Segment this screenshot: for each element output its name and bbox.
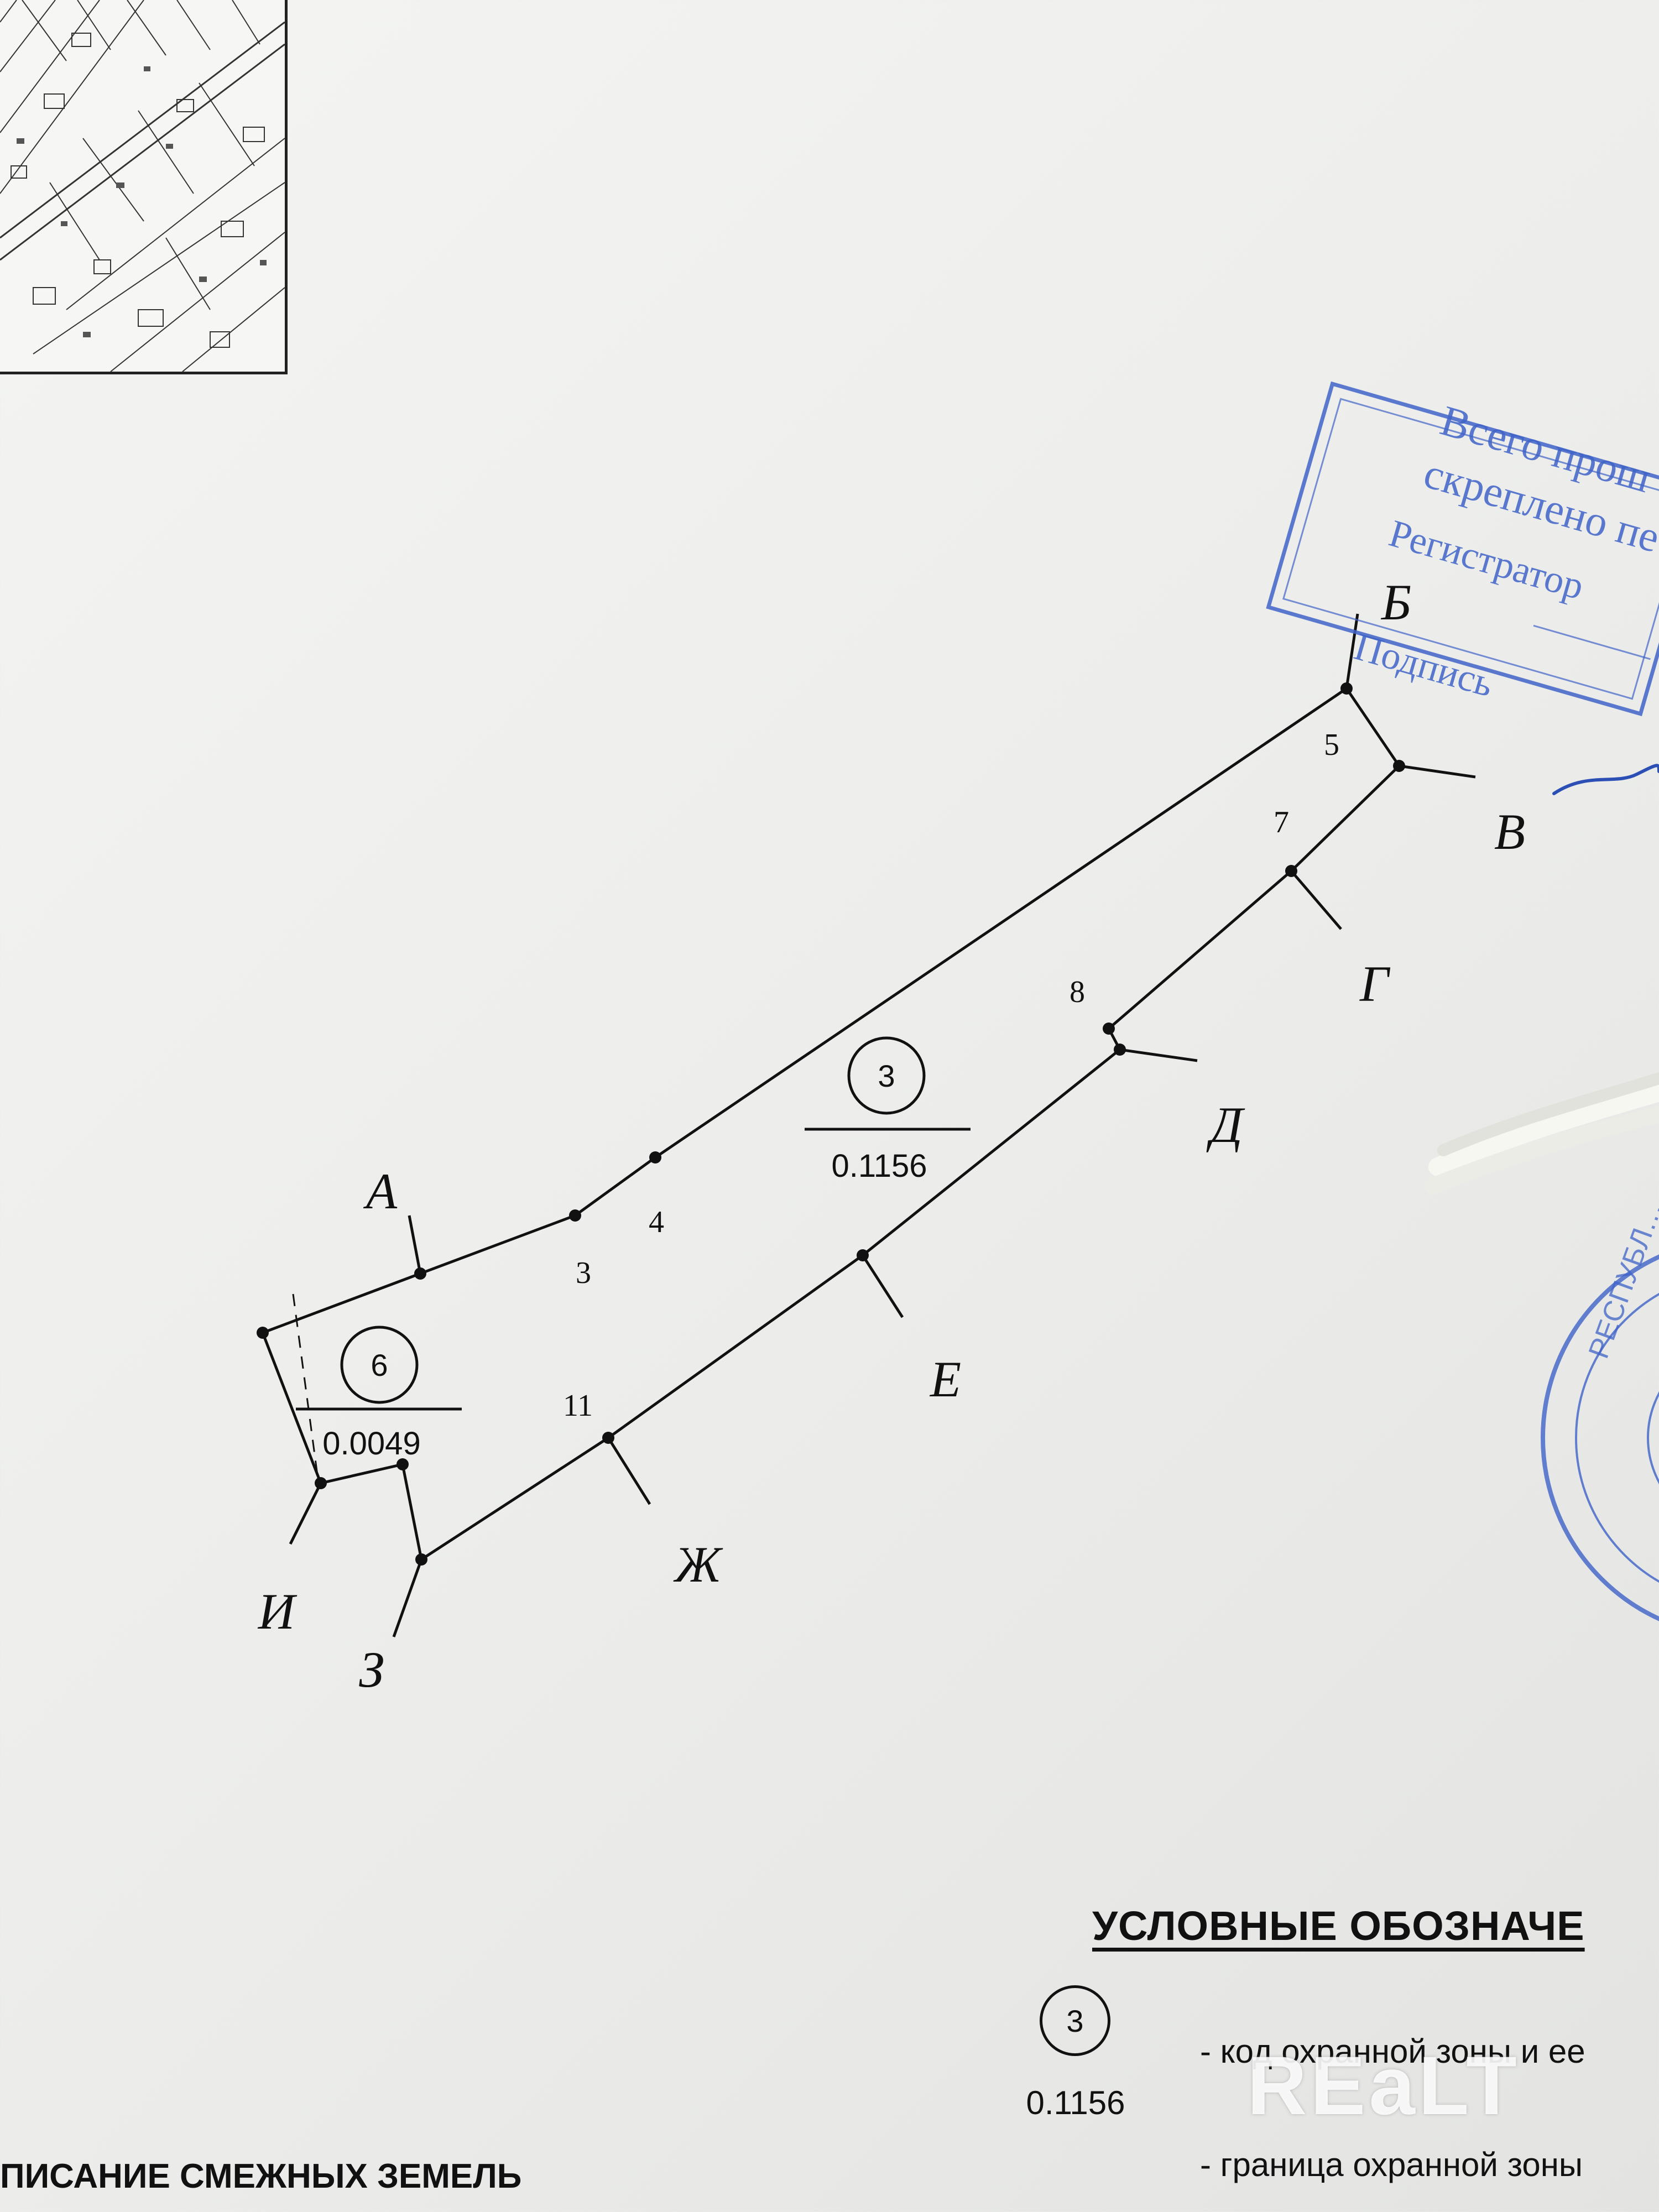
neighbor-letter-i: И <box>257 1583 298 1640</box>
zone-6-code-circle <box>340 1326 419 1404</box>
neighbor-letter-v: В <box>1494 804 1525 860</box>
neighbor-ticks <box>289 613 1476 1637</box>
legend-title: УСЛОВНЫЕ ОБОЗНАЧЕ <box>1092 1903 1585 1949</box>
zone-3-code-circle <box>847 1036 926 1115</box>
vertex-points <box>257 682 1405 1566</box>
neighbor-letter-e: Е <box>929 1351 961 1407</box>
vertex-point <box>1114 1044 1126 1056</box>
neighbor-letter-a: А <box>363 1163 398 1219</box>
vertex-point <box>1285 865 1297 877</box>
seal-text: РЕСПУБЛ… <box>1583 1197 1659 1363</box>
vertex-point <box>1103 1022 1115 1035</box>
point-number-4: 4 <box>649 1205 664 1239</box>
binding-thread <box>1424 1072 1659 1194</box>
zone-3-area: 0.1156 <box>831 1148 927 1184</box>
point-number-3: 3 <box>576 1256 591 1290</box>
point-number-8: 8 <box>1070 975 1085 1009</box>
neighbor-letter-g: Г <box>1359 956 1391 1012</box>
legend-sample-code: 3 <box>1040 1985 1110 2056</box>
point-number-11: 11 <box>563 1389 593 1423</box>
blue-stamp <box>1266 381 1659 717</box>
point-number-5: 5 <box>1324 728 1339 762</box>
vertex-point <box>257 1327 269 1339</box>
legend-sample: 3 0.1156 <box>1012 1985 1139 2129</box>
round-seal <box>1541 1254 1659 1621</box>
vertex-point <box>414 1267 426 1280</box>
vertex-point <box>415 1553 427 1566</box>
neighbor-letter-z: З <box>359 1641 384 1698</box>
legend-item-zone-boundary: - граница охранной зоны <box>1200 2146 1583 2183</box>
vertex-point <box>1340 682 1353 695</box>
zone-6-dashed-line <box>292 1293 319 1480</box>
adjacent-lands-heading: ПИСАНИЕ СМЕЖНЫХ ЗЕМЕЛЬ <box>0 2157 522 2195</box>
vertex-point <box>602 1432 614 1444</box>
neighbor-letter-d: Д <box>1206 1097 1245 1153</box>
zone-3-code: 3 <box>878 1058 895 1093</box>
signature <box>1552 764 1659 795</box>
legend-item-zone-code: - код охранной зоны и ее <box>1200 2033 1585 2070</box>
zone-6-area: 0.0049 <box>322 1426 420 1462</box>
watermark-logo: REaLT <box>1247 2039 1520 2132</box>
vertex-point <box>1393 760 1405 772</box>
vertex-point <box>315 1477 327 1489</box>
neighbor-letter-b: Б <box>1380 574 1411 630</box>
inset-cadastral-map <box>0 0 288 374</box>
inset-map-drawing <box>0 0 285 372</box>
zone-6-code: 6 <box>371 1348 388 1383</box>
vertex-point <box>397 1458 409 1470</box>
vertex-point <box>857 1249 869 1261</box>
vertex-point <box>649 1151 661 1164</box>
point-number-7: 7 <box>1274 805 1289 839</box>
vertex-point <box>569 1209 581 1222</box>
legend-sample-area: 0.1156 <box>1026 2084 1125 2121</box>
neighbor-letter-zh: Ж <box>673 1536 723 1593</box>
